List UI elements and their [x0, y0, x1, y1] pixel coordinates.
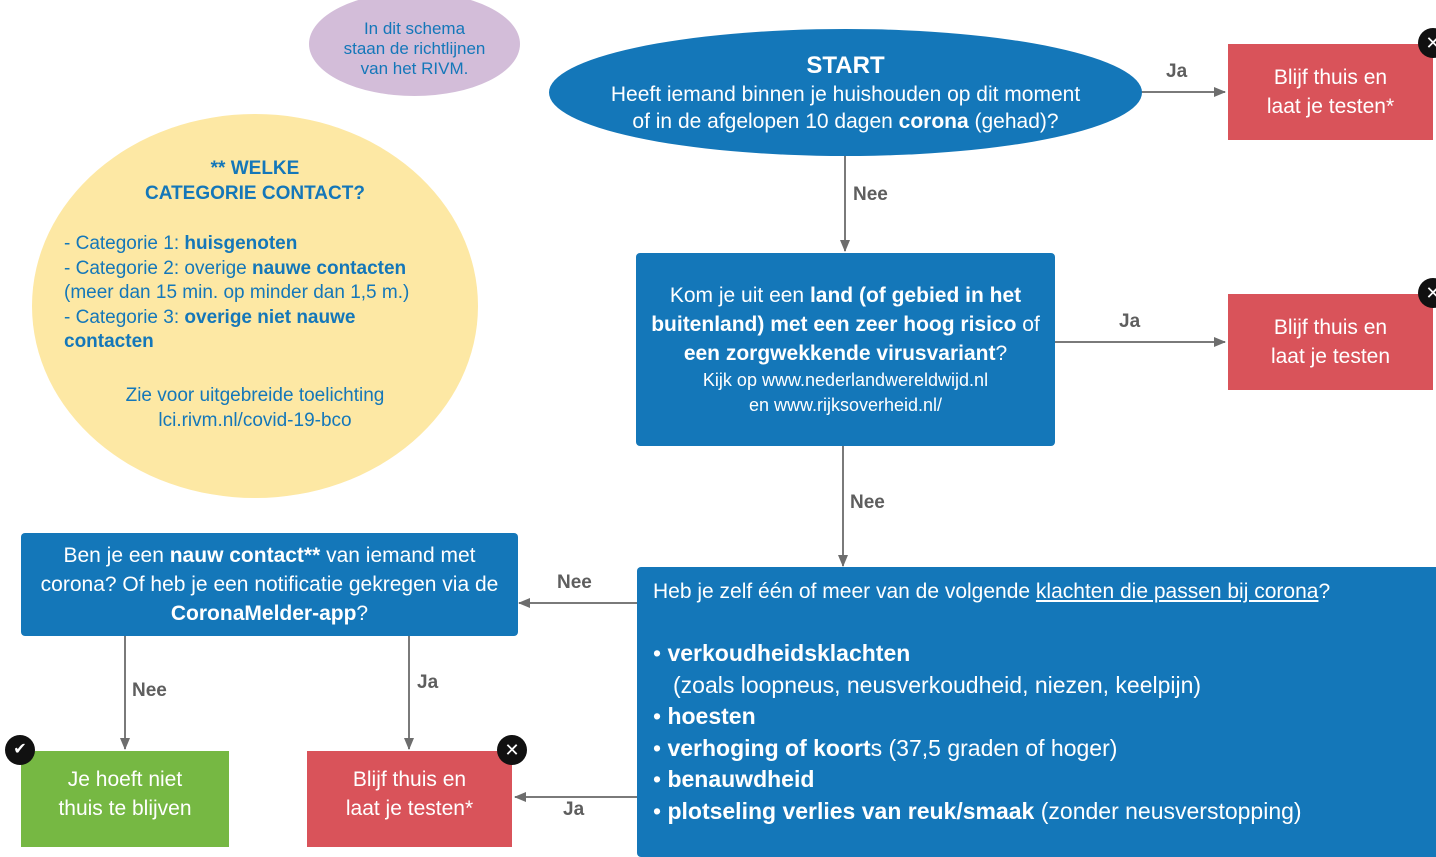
symptom-item: • benauwdheid: [653, 766, 815, 792]
symptom-item: • hoesten: [653, 703, 756, 729]
note-line-3: van het RIVM.: [360, 59, 469, 78]
category-3-cont: contacten: [64, 331, 154, 352]
cross-icon: ✕: [497, 735, 527, 765]
category-3: - Categorie 3: overige niet nauwe: [64, 306, 356, 328]
cross-icon: ✕: [1418, 278, 1436, 308]
check-icon: ✔: [5, 735, 35, 765]
travel-question: Kom je uit een land (of gebied in het bu…: [636, 253, 1055, 446]
note-line-2: staan de richtlijnen: [343, 39, 486, 58]
symptom-item: • plotseling verlies van reuk/smaak (zon…: [653, 797, 1302, 824]
category-title-2: CATEGORIE CONTACT?: [145, 182, 365, 204]
outcome-stay-home-test-travel: Blijf thuis en laat je testen: [1228, 294, 1433, 390]
symptoms-prompt: Heb je zelf één of meer van de volgende …: [653, 580, 1331, 603]
note-line-1: In dit schema: [363, 19, 466, 38]
cross-icon: ✕: [1418, 28, 1436, 58]
symptom-item: • verhoging of koorts (37,5 graden of ho…: [653, 734, 1118, 761]
outcome-stay-home-test-top: Blijf thuis en laat je testen*: [1228, 44, 1433, 140]
start-line-1: Heeft iemand binnen je huishouden op dit…: [610, 82, 1081, 106]
symptoms-question: Heb je zelf één of meer van de volgende …: [637, 567, 1436, 857]
label-ja-contact: Ja: [417, 672, 439, 693]
outcome-no-need-stay-home: Je hoeft niet thuis te blijven: [21, 751, 229, 847]
category-2-detail: (meer dan 15 min. op minder dan 1,5 m.): [64, 282, 410, 303]
outcome-stay-home-test-bottom: Blijf thuis en laat je testen*: [307, 751, 512, 847]
connectors: [120, 87, 1226, 802]
label-nee-travel: Nee: [850, 492, 885, 513]
contact-question: Ben je een nauw contact** van iemand met…: [21, 533, 518, 636]
travel-link-2: en www.rijksoverheid.nl/: [748, 395, 943, 415]
label-ja-start: Ja: [1166, 61, 1188, 82]
start-question: START Heeft iemand binnen je huishouden …: [549, 29, 1142, 156]
start-line-2: of in de afgelopen 10 dagen corona (geha…: [632, 109, 1059, 133]
category-2: - Categorie 2: overige nauwe contacten: [64, 257, 407, 279]
travel-link-1: Kijk op www.nederlandwereldwijd.nl: [702, 370, 989, 390]
category-1: - Categorie 1: huisgenoten: [64, 233, 298, 254]
more-info-2: lci.rivm.nl/covid-19-bco: [158, 409, 352, 431]
category-title-1: ** WELKE: [210, 158, 300, 179]
label-nee-contact: Nee: [132, 680, 167, 701]
more-info-1: Zie voor uitgebreide toelichting: [125, 385, 385, 406]
symptom-item: (zoals loopneus, neusverkoudheid, niezen…: [673, 671, 1202, 698]
symptom-item: • verkoudheidsklachten: [653, 640, 911, 666]
label-nee-symptoms: Nee: [557, 572, 592, 593]
rivm-note: In dit schema staan de richtlijnen van h…: [309, 0, 520, 96]
label-ja-travel: Ja: [1119, 311, 1141, 332]
label-ja-symptoms: Ja: [563, 799, 585, 820]
start-title: START: [806, 51, 885, 79]
label-nee-start: Nee: [853, 184, 888, 205]
category-legend: ** WELKE CATEGORIE CONTACT? - Categorie …: [32, 114, 478, 498]
